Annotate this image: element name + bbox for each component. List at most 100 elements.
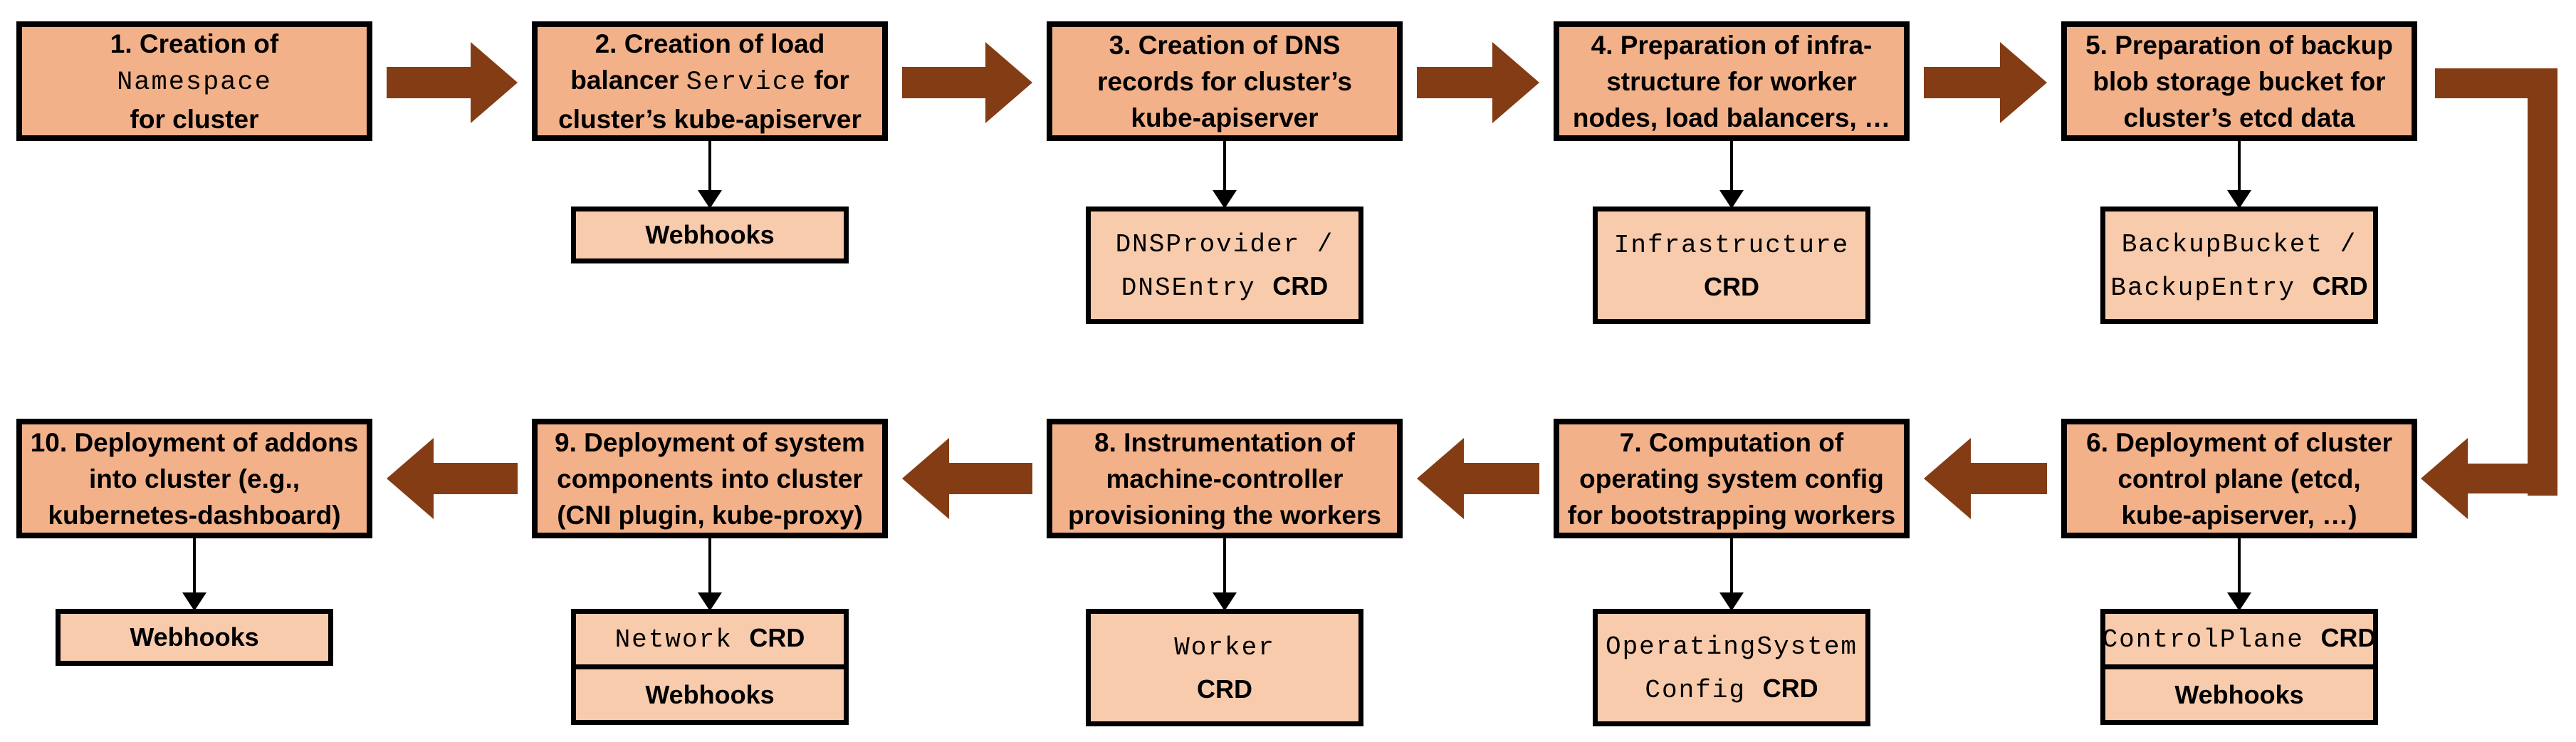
label-text: 3. Creation of DNS [1109, 30, 1341, 60]
artifact-cell: Webhooks [61, 614, 328, 661]
label-text: components into cluster [557, 464, 863, 493]
text-line: machine-controller [1106, 461, 1343, 497]
text-line: records for cluster’s [1097, 63, 1352, 100]
step-box-9: 9. Deployment of system components into c… [532, 419, 888, 538]
label-text: Webhooks [2174, 679, 2304, 709]
code-text: BackupEntry [2110, 273, 2313, 303]
code-text: ControlPlane [2102, 625, 2321, 654]
text-line: into cluster (e.g., [89, 461, 300, 497]
elbow-arrowhead-left-icon [2421, 438, 2468, 519]
code-text: DNSProvider / [1115, 229, 1334, 259]
text-line: BackupEntry CRD [2110, 266, 2367, 309]
label-text: cluster’s kube-apiserver [558, 104, 862, 134]
label-text: kubernetes-dashboard) [48, 500, 341, 530]
down-arrow-icon [1730, 141, 1733, 192]
flow-arrow-left-icon [1924, 438, 1971, 519]
text-line: Network CRD [615, 617, 805, 661]
flow-arrow-right-icon [985, 42, 1032, 123]
label-text: Webhooks [130, 622, 259, 652]
text-line: 7. Computation of [1620, 424, 1843, 461]
down-arrow-icon [2227, 592, 2251, 611]
artifact-box-2: Webhooks [571, 207, 849, 263]
elbow-connector-icon [2528, 68, 2557, 496]
text-line: Namespace [117, 62, 272, 101]
label-text: 9. Deployment of system [555, 427, 865, 457]
flow-arrow-left-icon [949, 463, 1032, 494]
flow-arrow-left-icon [387, 438, 434, 519]
flow-arrow-left-icon [1464, 463, 1539, 494]
text-line: 1. Creation of [110, 26, 278, 62]
label-text: blob storage bucket for [2093, 66, 2386, 96]
text-line: for cluster [130, 101, 259, 137]
step-box-4: 4. Preparation of infra-structure for wo… [1554, 21, 1910, 141]
artifact-cell: Network CRD [576, 614, 844, 664]
down-arrow-icon [2227, 190, 2251, 209]
artifact-cell: Webhooks [576, 211, 844, 258]
label-text: Webhooks [645, 220, 775, 249]
text-line: 8. Instrumentation of [1094, 424, 1355, 461]
label-text: balancer [570, 65, 686, 95]
code-text: Network [614, 625, 750, 654]
flow-arrow-right-icon [1924, 67, 2000, 98]
down-arrow-icon [1719, 592, 1744, 611]
text-line: Webhooks [130, 617, 258, 658]
text-line: Webhooks [645, 214, 774, 256]
label-text: for bootstrapping workers [1567, 500, 1896, 530]
label-text: cluster’s etcd data [2123, 103, 2355, 132]
artifact-cell: BackupBucket /BackupEntry CRD [2105, 211, 2373, 319]
flow-arrow-right-icon [902, 67, 985, 98]
label-text: Webhooks [645, 679, 775, 709]
label-text: into cluster (e.g., [88, 464, 300, 493]
label-text: CRD [2312, 271, 2368, 301]
code-text: Worker [1174, 633, 1275, 662]
step-box-8: 8. Instrumentation of machine-controller p… [1047, 419, 1403, 538]
down-arrow-icon [1223, 141, 1226, 192]
text-line: 4. Preparation of infra- [1591, 27, 1873, 63]
text-line: kubernetes-dashboard) [48, 497, 340, 533]
text-line: nodes, load balancers, … [1573, 100, 1890, 136]
text-line: operating system config [1579, 461, 1884, 497]
code-text: Config [1645, 675, 1763, 705]
flow-arrow-left-icon [902, 438, 949, 519]
down-arrow-icon [182, 592, 206, 611]
label-text: CRD [1704, 272, 1759, 301]
text-line: 2. Creation of load [595, 26, 825, 62]
text-line: DNSProvider / [1116, 222, 1334, 266]
artifact-box-6: ControlPlane CRD Webhooks [2100, 609, 2378, 725]
text-line: Webhooks [645, 674, 774, 716]
artifact-box-3: DNSProvider /DNSEntry CRD [1086, 207, 1363, 324]
down-arrow-icon [193, 538, 196, 594]
text-line: kube-apiserver [1131, 100, 1318, 136]
label-text: CRD [2320, 623, 2377, 652]
code-text: OperatingSystem [1605, 632, 1858, 662]
flow-arrow-right-icon [387, 67, 471, 98]
label-text: machine-controller [1106, 464, 1344, 493]
down-arrow-icon [1730, 538, 1733, 594]
code-text: Infrastructure [1613, 231, 1850, 260]
text-line: 5. Preparation of backup [2085, 27, 2393, 63]
label-text: provisioning the workers [1068, 500, 1381, 530]
text-line: Infrastructure [1614, 223, 1849, 266]
down-arrow-icon [2238, 141, 2241, 192]
code-text: DNSEntry [1121, 273, 1273, 303]
text-line: (CNI plugin, kube-proxy) [557, 497, 863, 533]
label-text: 1. Creation of [110, 28, 279, 58]
text-line: 3. Creation of DNS [1109, 27, 1341, 63]
label-text: 8. Instrumentation of [1094, 427, 1355, 457]
step-box-3: 3. Creation of DNS records for cluster’s k… [1047, 21, 1403, 141]
artifact-cell: DNSProvider /DNSEntry CRD [1091, 211, 1358, 319]
label-text: records for cluster’s [1097, 66, 1352, 96]
text-line: Webhooks [2174, 674, 2303, 716]
text-line: kube-apiserver, …) [2121, 497, 2357, 533]
